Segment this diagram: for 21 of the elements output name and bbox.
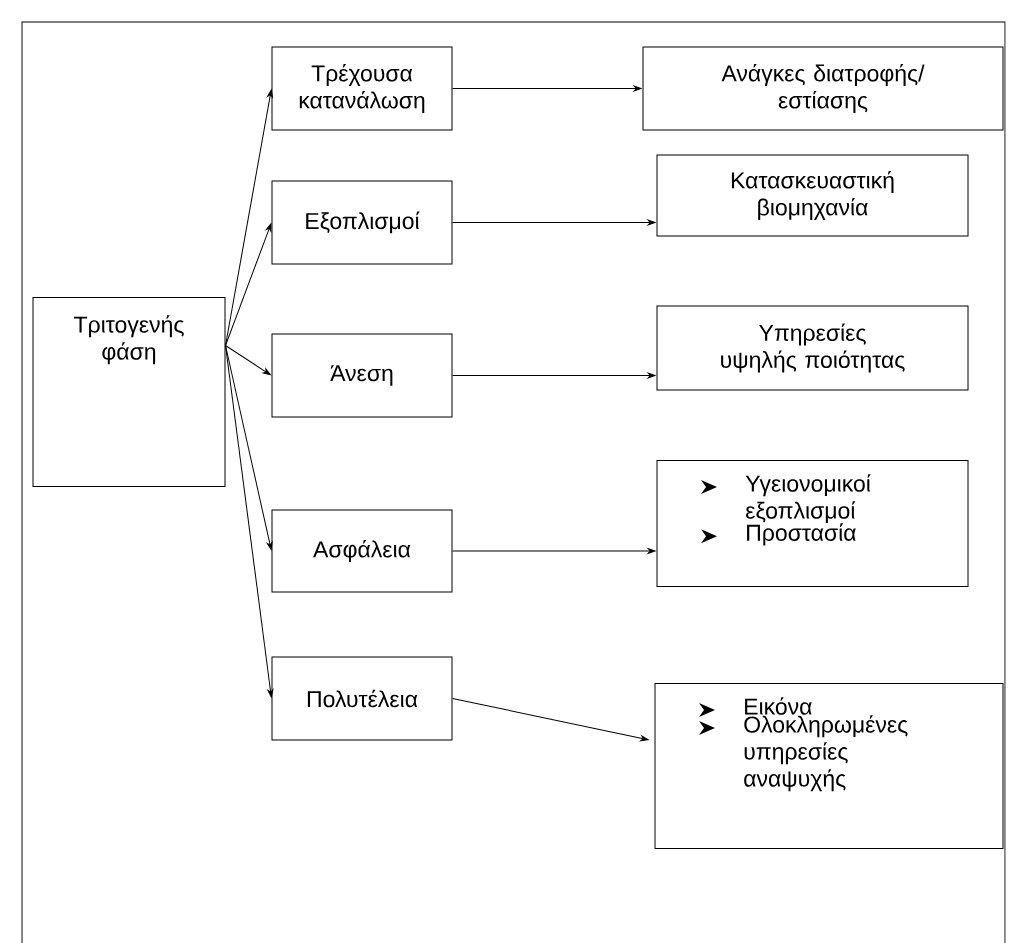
arrow — [452, 219, 656, 226]
arrow — [225, 345, 271, 376]
arrow — [452, 698, 649, 742]
arrow — [225, 345, 273, 550]
arrow — [452, 85, 642, 92]
text-box: Κατασκευαστική βιομηχανία — [656, 154, 969, 237]
text-box: Τρέχουσα κατανάλωση — [271, 46, 453, 131]
text-box: Υπηρεσίες υψηλής ποιότητας — [656, 305, 969, 391]
arrow — [452, 548, 656, 554]
text-box: Πολυτέλεια — [271, 656, 453, 741]
text-box: Εικόνα Ολοκληρωμένες υπηρεσίες αναψυχής — [654, 683, 1004, 849]
text-box: Εξοπλισμοί — [271, 180, 453, 265]
text-box: Ανάγκες διατροφής/ εστίασης — [642, 46, 1004, 131]
text-box: Υγειονομικοί εξοπλισμοί Προστασία — [656, 460, 969, 587]
text-box: Τριτογενής φάση — [32, 297, 226, 487]
text-box: Άνεση — [271, 333, 453, 418]
arrow — [225, 345, 274, 698]
arrow — [452, 372, 656, 379]
text-box: Ασφάλεια — [271, 509, 453, 593]
arrow — [225, 89, 273, 346]
arrow — [225, 223, 272, 346]
